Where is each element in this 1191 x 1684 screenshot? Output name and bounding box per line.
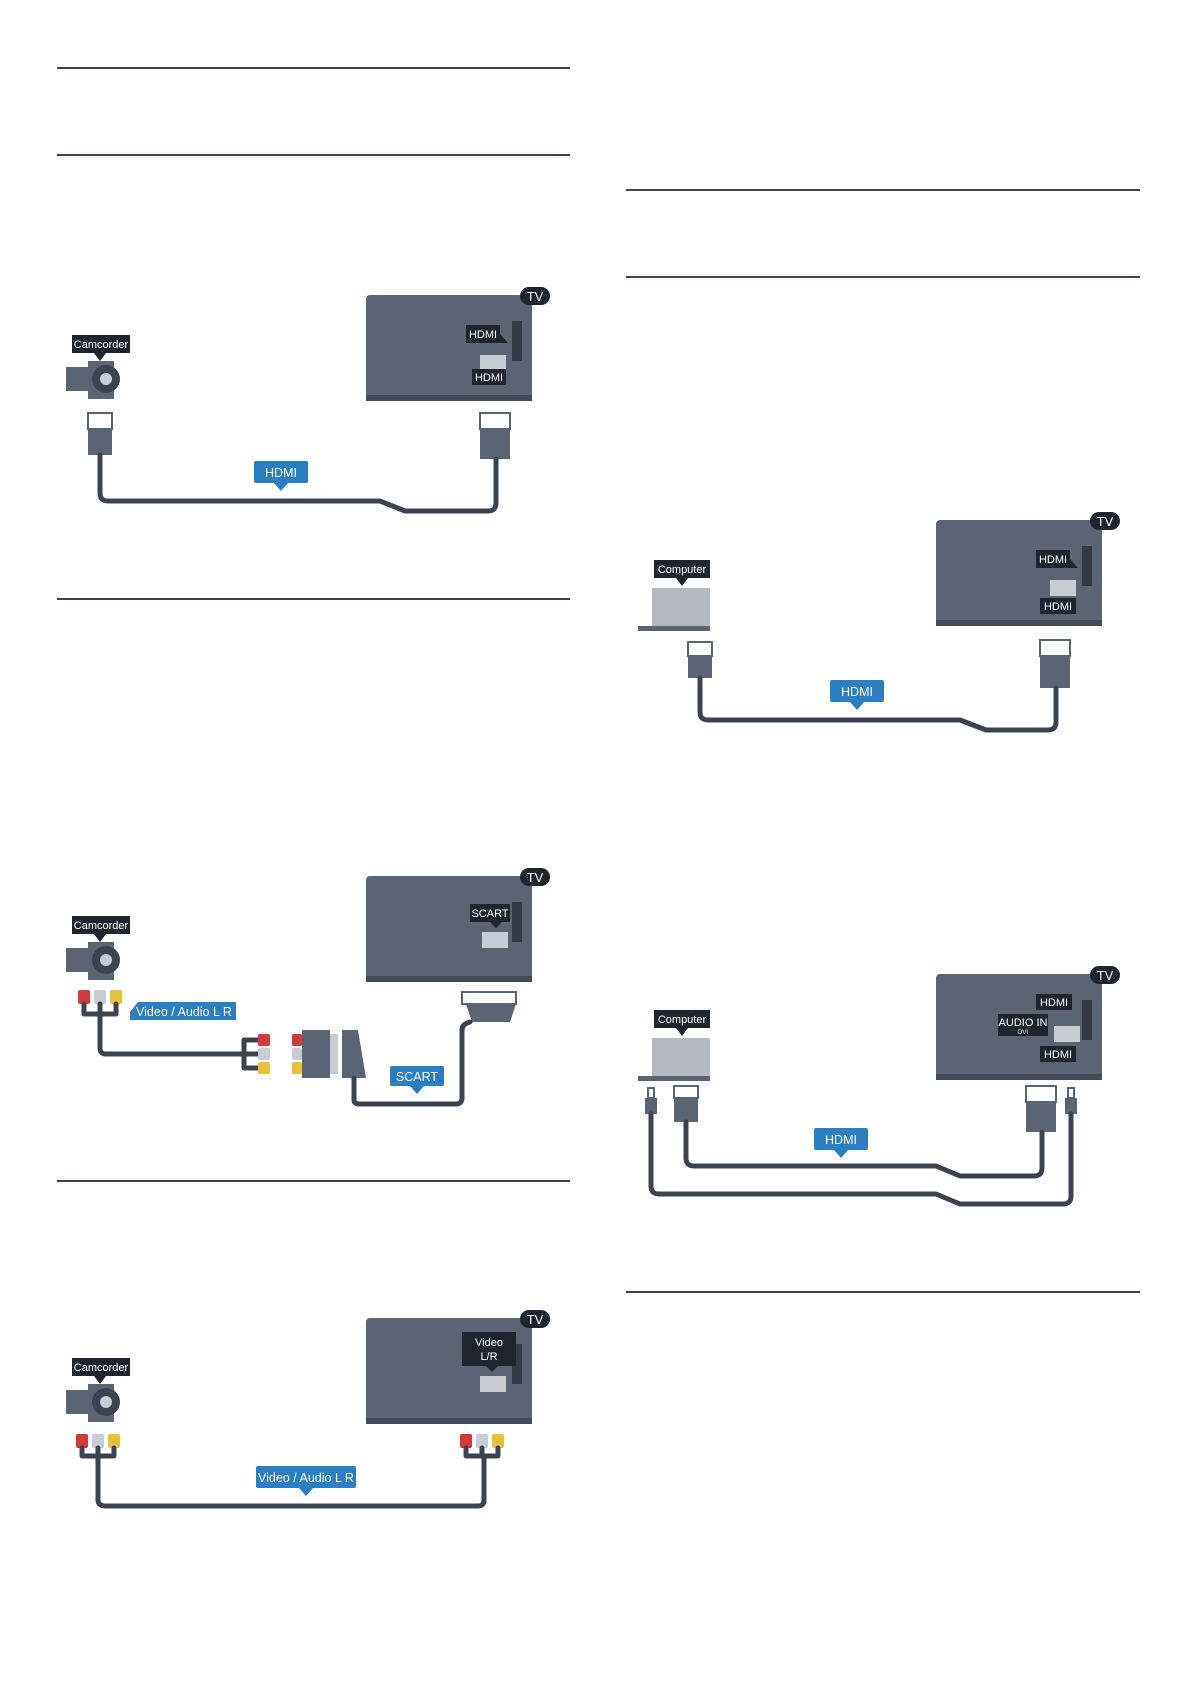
tv-scart-port-label-text: SCART [471, 908, 508, 920]
tv-hdmi-port-label-2: HDMI [1040, 598, 1076, 614]
rca-plugs-tv [460, 1434, 504, 1448]
section-rule [626, 276, 1140, 278]
audio-cable [648, 1111, 1074, 1207]
hdmi-plug-computer [687, 641, 713, 678]
rca-cable [81, 1001, 247, 1057]
tv-badge: TV [1090, 966, 1120, 984]
tv-audio-in-label: AUDIO IN DVI [998, 1014, 1048, 1036]
camcorder-label-text: Camcorder [74, 920, 129, 932]
computer-label: Computer [654, 1010, 710, 1036]
rca-plugs-camcorder [78, 990, 122, 1004]
hdmi-plug-camcorder [87, 412, 113, 455]
section-rule [57, 67, 570, 69]
hdmi-plug-tv [1025, 1085, 1057, 1132]
hdmi-plug-computer [673, 1085, 699, 1122]
scart-cable [351, 1019, 473, 1107]
tv-video-port-label-line2: L/R [480, 1351, 497, 1363]
tv-hdmi-port-label-text: HDMI [469, 329, 497, 341]
audio-jack-computer [645, 1087, 657, 1114]
hdmi-cable [683, 1119, 1045, 1179]
hdmi-plug-tv [1039, 639, 1071, 688]
hdmi-callout-text: HDMI [825, 1133, 857, 1147]
video-audio-callout: Video / Audio L R [130, 1002, 236, 1020]
scart-callout-text: SCART [396, 1070, 439, 1084]
camcorder-label: Camcorder [72, 916, 130, 942]
camcorder-label-text: Camcorder [74, 1362, 129, 1374]
camcorder-icon [66, 361, 120, 399]
tv-hdmi-port-label-2: HDMI [1040, 1046, 1076, 1062]
hdmi-callout: HDMI [254, 461, 308, 491]
camcorder-hdmi-diagram: TV HDMI HDMI Camcorder HDMI [66, 287, 550, 514]
video-audio-callout-text: Video / Audio L R [258, 1471, 354, 1485]
computer-hdmi-diagram: TV HDMI HDMI Computer HDMI [638, 512, 1120, 733]
rca-plugs-camcorder [76, 1434, 120, 1448]
tv-hdmi-port-label-text: HDMI [1040, 997, 1068, 1009]
tv-badge: TV [520, 1310, 550, 1328]
hdmi-callout-text: HDMI [841, 685, 873, 699]
tv-video-port-label: Video L/R [462, 1332, 516, 1372]
audio-jack-tv [1065, 1087, 1077, 1114]
tv-badge: TV [520, 287, 550, 305]
hdmi-cable [97, 452, 499, 514]
tv-hdmi-port-label-2-text: HDMI [475, 372, 503, 384]
tv-video-port-label-line1: Video [475, 1337, 503, 1349]
tv-hdmi-port-label-2: HDMI [472, 369, 506, 385]
video-audio-callout: Video / Audio L R [256, 1466, 356, 1496]
rca-cable-split [241, 1037, 261, 1071]
tv-dvi-label-text: DVI [1018, 1030, 1028, 1036]
hdmi-callout: HDMI [830, 680, 884, 710]
tv-badge-label: TV [527, 870, 544, 885]
computer-label-text: Computer [658, 564, 707, 576]
tv-hdmi-port-label-text: HDMI [1039, 554, 1067, 566]
section-rule [57, 1180, 570, 1182]
hdmi-cable [697, 675, 1059, 733]
camcorder-label-text: Camcorder [74, 339, 129, 351]
video-audio-callout-text: Video / Audio L R [136, 1005, 232, 1019]
section-rule [626, 1291, 1140, 1293]
section-rule [57, 598, 570, 600]
tv-icon [936, 520, 1102, 626]
tv-hdmi-port-label-2-text: HDMI [1044, 1049, 1072, 1061]
tv-hdmi-port-label-2-text: HDMI [1044, 601, 1072, 613]
scart-plug-tv [461, 991, 517, 1022]
scart-callout: SCART [390, 1066, 444, 1094]
computer-label-text: Computer [658, 1014, 707, 1026]
tv-badge: TV [520, 868, 550, 886]
tv-hdmi-port-label: HDMI [1036, 994, 1072, 1010]
camcorder-label: Camcorder [72, 1358, 130, 1384]
section-rule [57, 154, 570, 156]
camcorder-scart-diagram: TV SCART Camcorder Video / Audio L R [66, 868, 550, 1107]
tv-badge-label: TV [1097, 514, 1114, 529]
tv-icon [366, 876, 532, 982]
tv-hdmi-port-label: HDMI [466, 325, 508, 343]
camcorder-icon [66, 1384, 120, 1422]
tv-badge-label: TV [527, 1312, 544, 1327]
rca-plugs-adapter-in [258, 1034, 270, 1074]
camcorder-label: Camcorder [72, 335, 130, 361]
tv-hdmi-port-label: HDMI [1036, 550, 1078, 568]
tv-badge-label: TV [1097, 968, 1114, 983]
camcorder-icon [66, 942, 120, 980]
hdmi-callout: HDMI [814, 1128, 868, 1158]
video-audio-cable [79, 1445, 501, 1509]
hdmi-callout-text: HDMI [265, 466, 297, 480]
tv-scart-port-label: SCART [470, 904, 510, 928]
tv-badge: TV [1090, 512, 1120, 530]
laptop-icon [638, 588, 710, 631]
computer-dvi-audio-diagram: TV HDMI AUDIO IN DVI HDMI Computer [638, 966, 1120, 1207]
section-rule [626, 189, 1140, 191]
laptop-icon [638, 1038, 710, 1081]
hdmi-plug-tv [479, 412, 511, 459]
camcorder-video-audio-diagram: TV Video L/R Camcorder Video / Audio L R [66, 1310, 550, 1509]
tv-icon [366, 295, 532, 401]
scart-adapter [292, 1030, 366, 1078]
computer-label: Computer [654, 560, 710, 586]
tv-audio-in-label-text: AUDIO IN [999, 1017, 1048, 1029]
tv-badge-label: TV [527, 289, 544, 304]
